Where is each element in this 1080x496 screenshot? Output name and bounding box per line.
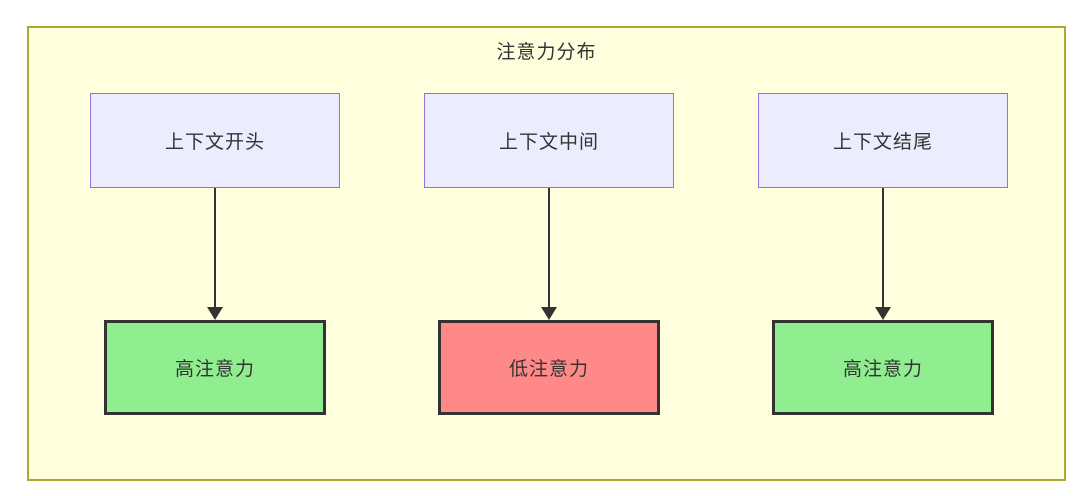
- node-high-attention-right: 高注意力: [772, 320, 994, 415]
- arrow-line: [214, 188, 216, 307]
- node-high-attention-left: 高注意力: [104, 320, 326, 415]
- node-context-begin: 上下文开头: [90, 93, 340, 188]
- node-low-attention-center: 低注意力: [438, 320, 660, 415]
- attention-distribution-subgraph: 注意力分布 上下文开头 高注意力 上下文中间 低注意力 上下文结尾 高注意力: [27, 26, 1066, 481]
- arrowhead-down-icon: [541, 307, 557, 320]
- flow-column-context-middle: 上下文中间 低注意力: [424, 93, 674, 415]
- flow-column-context-end: 上下文结尾 高注意力: [758, 93, 1008, 415]
- arrow-begin-to-high: [207, 188, 223, 320]
- arrow-middle-to-low: [541, 188, 557, 320]
- arrow-end-to-high: [875, 188, 891, 320]
- arrowhead-down-icon: [875, 307, 891, 320]
- arrow-line: [548, 188, 550, 307]
- diagram-title: 注意力分布: [496, 41, 597, 63]
- node-context-middle: 上下文中间: [424, 93, 674, 188]
- node-context-end: 上下文结尾: [758, 93, 1008, 188]
- flow-column-context-begin: 上下文开头 高注意力: [90, 93, 340, 415]
- arrow-line: [882, 188, 884, 307]
- arrowhead-down-icon: [207, 307, 223, 320]
